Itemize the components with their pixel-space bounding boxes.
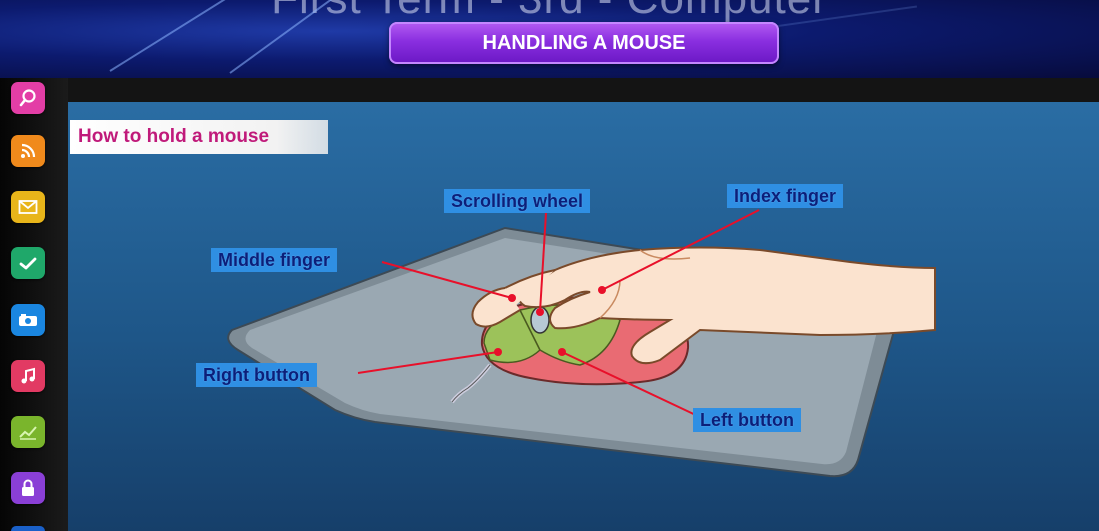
- label-left-button: Left button: [693, 408, 801, 432]
- label-index-finger: Index finger: [727, 184, 843, 208]
- label-scrolling-wheel: Scrolling wheel: [444, 189, 590, 213]
- section-subtitle: How to hold a mouse: [70, 120, 328, 154]
- label-right-button: Right button: [196, 363, 317, 387]
- label-middle-finger: Middle finger: [211, 248, 337, 272]
